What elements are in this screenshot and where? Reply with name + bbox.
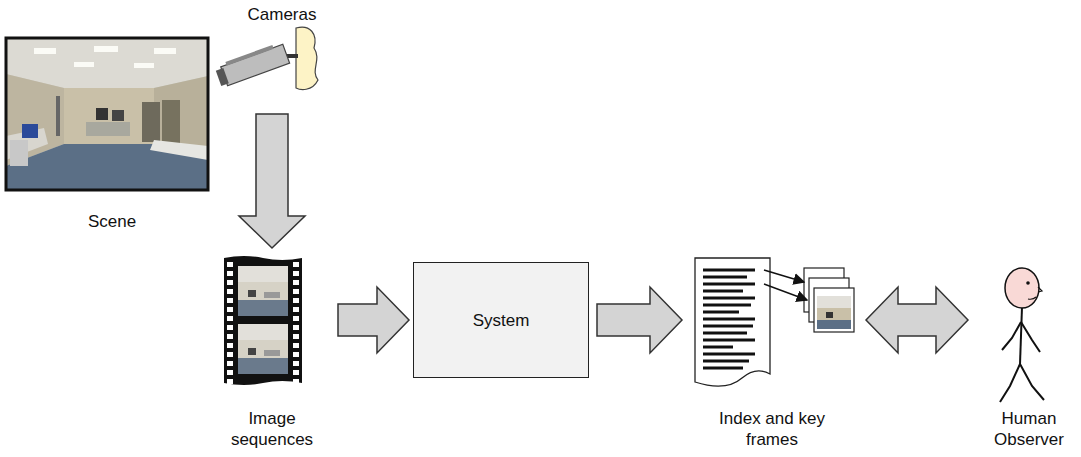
- node-label: Image sequences: [222, 408, 322, 450]
- process-box: System: [413, 262, 589, 378]
- node-label: Human Observer: [980, 408, 1078, 450]
- block-arrow: [866, 287, 968, 353]
- block-arrow: [338, 287, 409, 353]
- block-arrow: [597, 287, 682, 353]
- scene-photo: [4, 36, 212, 236]
- block-arrow: [239, 114, 305, 248]
- node-label: Scene: [12, 211, 212, 232]
- node-label: Cameras: [222, 4, 342, 25]
- image-sequence-node: Image sequences: [214, 254, 330, 454]
- scene-node: Scene: [4, 36, 220, 236]
- camera-node: Cameras: [214, 4, 350, 100]
- observer-node: Human Observer: [972, 254, 1081, 454]
- index-node: Index and key frames: [686, 254, 858, 454]
- node-label: Index and key frames: [707, 408, 837, 450]
- node-label: System: [473, 310, 530, 331]
